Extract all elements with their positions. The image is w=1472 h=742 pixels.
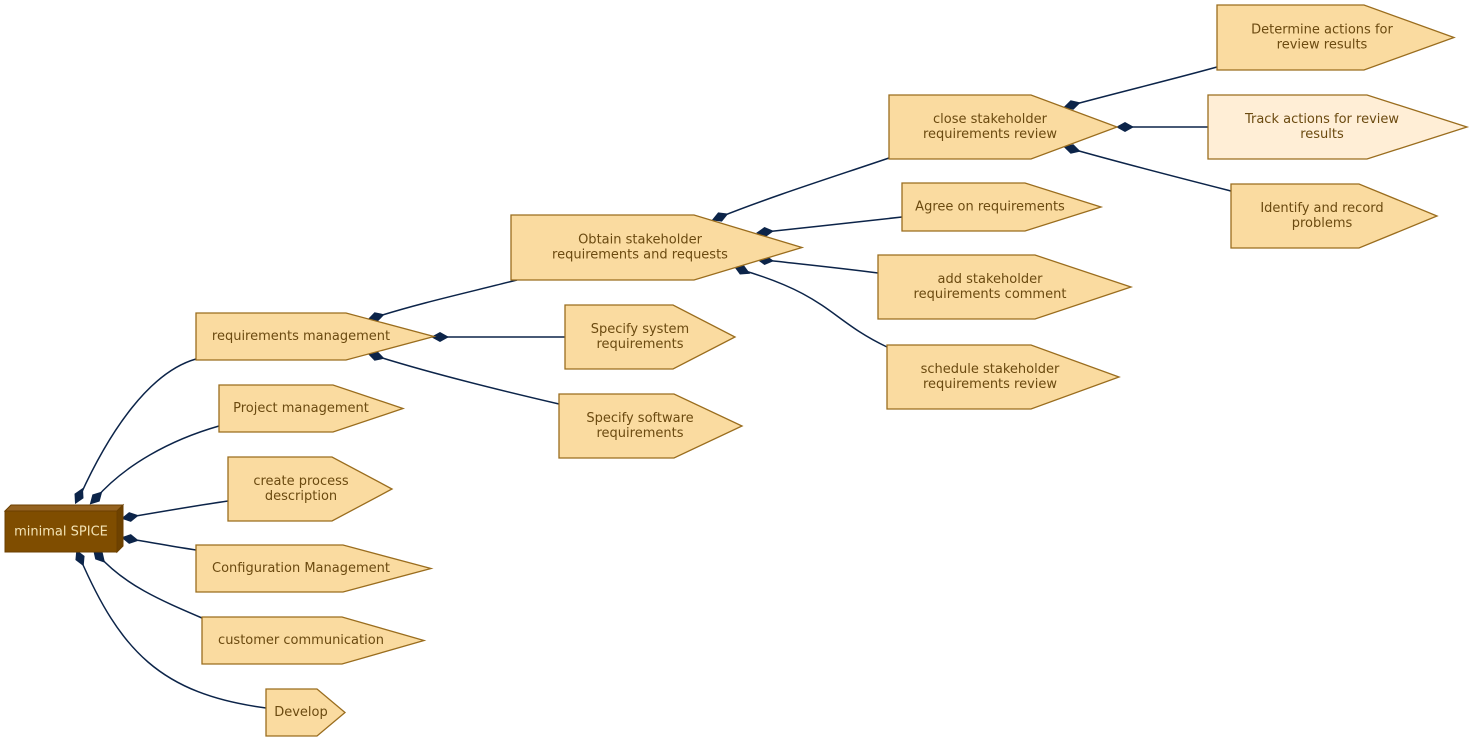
node-shape bbox=[201, 616, 427, 665]
edge-connector bbox=[764, 216, 903, 233]
edge-connector bbox=[741, 269, 888, 348]
composition-diamond-icon bbox=[1116, 122, 1134, 132]
node-label: problems bbox=[1292, 216, 1353, 231]
node-label: schedule stakeholder bbox=[921, 362, 1060, 377]
node-label: requirements review bbox=[923, 127, 1057, 142]
composition-diamond-icon bbox=[711, 212, 729, 222]
composition-diamond-icon bbox=[121, 512, 139, 522]
edge-connector bbox=[129, 500, 229, 518]
node-project-management[interactable]: Project management bbox=[218, 384, 406, 433]
node-shape bbox=[265, 688, 347, 737]
node-label: Identify and record bbox=[1260, 201, 1383, 216]
node-shape bbox=[1230, 183, 1439, 249]
node-label: requirements management bbox=[212, 329, 390, 344]
node-shape bbox=[558, 393, 744, 459]
nodes: minimal SPICE requirements managementProj… bbox=[3, 4, 1470, 737]
edge-connector bbox=[1071, 148, 1232, 192]
node-configuration-management[interactable]: Configuration Management bbox=[195, 544, 434, 593]
node-shape bbox=[888, 94, 1119, 160]
node-label: Develop bbox=[274, 705, 328, 720]
node-shape bbox=[886, 344, 1121, 410]
edge-connector bbox=[375, 355, 560, 405]
edge-connector bbox=[719, 157, 890, 218]
node-label: description bbox=[265, 489, 337, 504]
node-label: close stakeholder bbox=[933, 112, 1048, 127]
root-node-minimal-spice[interactable]: minimal SPICE bbox=[3, 503, 125, 554]
node-label: Project management bbox=[233, 401, 369, 416]
node-label: customer communication bbox=[218, 633, 384, 648]
composition-diamond-icon bbox=[1063, 144, 1081, 154]
edge-connector bbox=[764, 259, 879, 274]
node-agree-on-requirements[interactable]: Agree on requirements bbox=[901, 182, 1104, 232]
composition-diamond-icon bbox=[92, 549, 106, 563]
node-shape bbox=[218, 384, 406, 433]
node-shape bbox=[1216, 4, 1456, 71]
composition-diamond-icon bbox=[75, 549, 85, 567]
node-shape bbox=[1207, 94, 1470, 160]
node-label: Agree on requirements bbox=[915, 200, 1065, 215]
node-label: review results bbox=[1277, 38, 1368, 53]
node-label: Track actions for review bbox=[1244, 112, 1399, 127]
node-label: results bbox=[1300, 127, 1344, 142]
node-shape bbox=[195, 544, 434, 593]
root-node-label: minimal SPICE bbox=[14, 525, 108, 540]
node-label: add stakeholder bbox=[938, 272, 1044, 287]
edge-connector bbox=[375, 279, 518, 318]
node-label: Specify software bbox=[586, 411, 693, 426]
node-shape bbox=[195, 312, 437, 361]
node-label: requirements bbox=[597, 426, 684, 441]
node-shape bbox=[227, 456, 394, 522]
node-label: requirements and requests bbox=[552, 248, 728, 263]
composition-diamond-icon bbox=[431, 332, 449, 342]
root-node-box bbox=[4, 510, 118, 553]
node-customer-communication[interactable]: customer communication bbox=[201, 616, 427, 665]
node-shape bbox=[877, 254, 1134, 320]
node-label: Obtain stakeholder bbox=[578, 233, 702, 248]
edge-connector bbox=[129, 538, 197, 551]
edge-connector bbox=[79, 358, 197, 497]
node-requirements-management[interactable]: requirements management bbox=[195, 312, 437, 361]
node-label: Determine actions for bbox=[1251, 23, 1393, 38]
composition-diamond-icon bbox=[89, 491, 103, 505]
node-shape bbox=[510, 214, 805, 281]
node-label: requirements review bbox=[923, 377, 1057, 392]
edge-connector bbox=[79, 557, 267, 709]
box-3d-side bbox=[116, 503, 124, 554]
composition-diamond-icon bbox=[733, 265, 751, 275]
composition-diamond-icon bbox=[74, 487, 84, 505]
composition-diamond-icon bbox=[121, 534, 139, 544]
node-label: Configuration Management bbox=[212, 561, 390, 576]
edge-connector bbox=[95, 425, 220, 499]
edge-connector bbox=[98, 555, 203, 619]
node-shape bbox=[901, 182, 1104, 232]
node-label: create process bbox=[253, 474, 349, 489]
node-develop[interactable]: Develop bbox=[265, 688, 347, 737]
node-label: Specify system bbox=[591, 322, 689, 337]
node-label: requirements comment bbox=[914, 287, 1067, 302]
edge-connector bbox=[1071, 66, 1218, 106]
node-shape bbox=[564, 304, 737, 370]
edges bbox=[74, 66, 1232, 709]
node-label: requirements bbox=[597, 337, 684, 352]
composition-diamond-icon bbox=[1063, 100, 1081, 110]
box-3d-icon bbox=[3, 504, 125, 512]
